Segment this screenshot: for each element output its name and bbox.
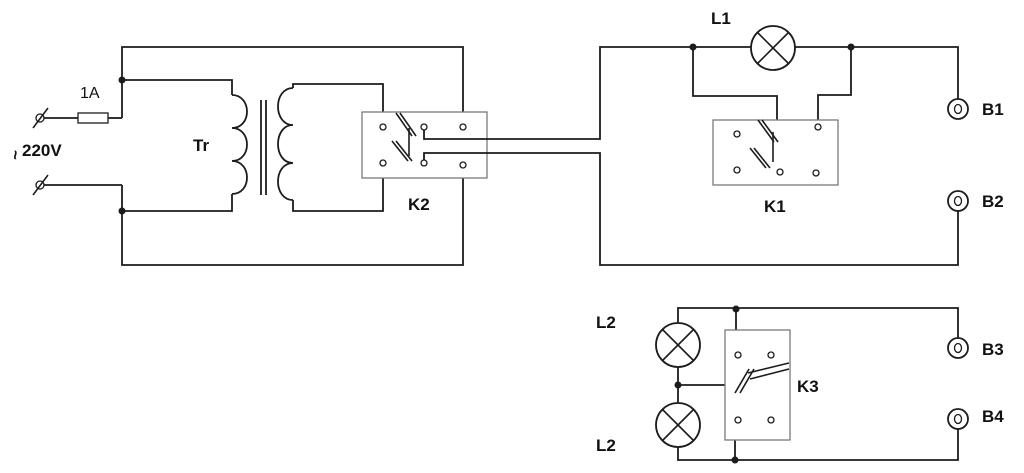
relay-k3-label: K3 (797, 377, 819, 396)
junction-node (731, 456, 739, 464)
socket-b3-label: B3 (982, 340, 1004, 359)
junction-node (118, 207, 126, 215)
relay-k2-terminal (379, 123, 387, 131)
socket-b2 (947, 190, 969, 212)
wire-l1-to-b1 (795, 46, 959, 99)
wire-bottom-rail (121, 168, 464, 266)
relay-k1-blade (761, 119, 779, 143)
wire-k2-out-upper (423, 46, 751, 140)
relay-k2-terminal (459, 123, 467, 131)
supply-terminal-neutral-slash (32, 174, 49, 196)
relay-k2-blade (395, 140, 413, 162)
lamp-l2-top (655, 322, 701, 368)
wire-k1-right (817, 47, 852, 124)
transformer-secondary-coil (277, 87, 294, 201)
transformer-label: Tr (193, 136, 209, 155)
socket-b4-label: B4 (982, 407, 1004, 426)
lamp-l2-bottom-cross (661, 408, 695, 442)
relay-k1-terminal (776, 168, 784, 176)
supply-voltage-label: 220V (22, 141, 62, 160)
socket-b1 (947, 98, 969, 120)
relay-k3-terminal (767, 351, 775, 359)
relay-k1-terminal (733, 166, 741, 174)
junction-node (674, 381, 682, 389)
lamp-l1-label: L1 (711, 9, 731, 28)
relay-k2-blade (391, 140, 409, 162)
supply-symbol-label: ~ (6, 150, 25, 160)
relay-k2 (361, 111, 488, 179)
junction-node (118, 76, 126, 84)
lamp-l1-cross (756, 31, 790, 65)
lamp-l2-bottom-label: L2 (596, 436, 616, 455)
relay-k2-blade (399, 112, 417, 137)
lamp-l2-bottom (655, 402, 701, 448)
socket-b2-label: B2 (982, 192, 1004, 211)
socket-b3 (947, 337, 969, 359)
relay-k3-box (724, 329, 791, 441)
wire-secondary-bottom (292, 166, 384, 212)
relay-k3-blade (734, 368, 750, 394)
relay-k2-terminal (420, 159, 428, 167)
wire-k2-out-lower (423, 152, 959, 266)
relay-k1 (712, 119, 839, 186)
relay-k1-box (712, 119, 839, 186)
wire-primary-bottom (122, 194, 233, 212)
relay-k3-terminal (767, 416, 775, 424)
relay-k1-terminal (812, 169, 820, 177)
relay-k1-blade (749, 147, 767, 169)
socket-b1-inner (953, 103, 963, 115)
socket-b3-inner (953, 342, 963, 354)
relay-k3-link (749, 368, 790, 380)
transformer-primary-coil (231, 94, 248, 195)
relay-k1-terminal (814, 123, 822, 131)
wire-k1-left (692, 47, 778, 124)
relay-k3-link (747, 362, 790, 374)
transformer (231, 87, 294, 201)
fuse-label: 1A (80, 85, 100, 102)
socket-b4-inner (953, 413, 963, 425)
relay-k3-terminal (734, 416, 742, 424)
relay-k1-blade (757, 119, 775, 143)
relay-k1-terminal (733, 130, 741, 138)
wire-primary-top (122, 79, 233, 95)
relay-k2-terminal (420, 123, 428, 131)
relay-k1-label: K1 (764, 197, 786, 216)
wire-secondary-top (292, 83, 384, 124)
relay-k3-blade (739, 368, 755, 394)
relay-k2-box (361, 111, 488, 179)
relay-k2-terminal (379, 159, 387, 167)
relay-k1-blade (753, 147, 771, 169)
lamp-l1 (750, 25, 796, 71)
relay-k3-terminal (734, 351, 742, 359)
socket-b2-inner (953, 195, 963, 207)
wire-b4-bottom (677, 429, 959, 461)
wire-b3-top (677, 307, 959, 338)
socket-b1-label: B1 (982, 100, 1004, 119)
junction-node (732, 305, 740, 313)
fuse (77, 112, 109, 124)
socket-b4 (947, 408, 969, 430)
relay-k2-label: K2 (408, 195, 430, 214)
relay-k3 (724, 329, 791, 441)
lamp-l2-top-label: L2 (596, 313, 616, 332)
supply-terminal-phase-slash (32, 107, 49, 129)
lamp-l2-top-cross (661, 328, 695, 362)
relay-k2-terminal (459, 161, 467, 169)
